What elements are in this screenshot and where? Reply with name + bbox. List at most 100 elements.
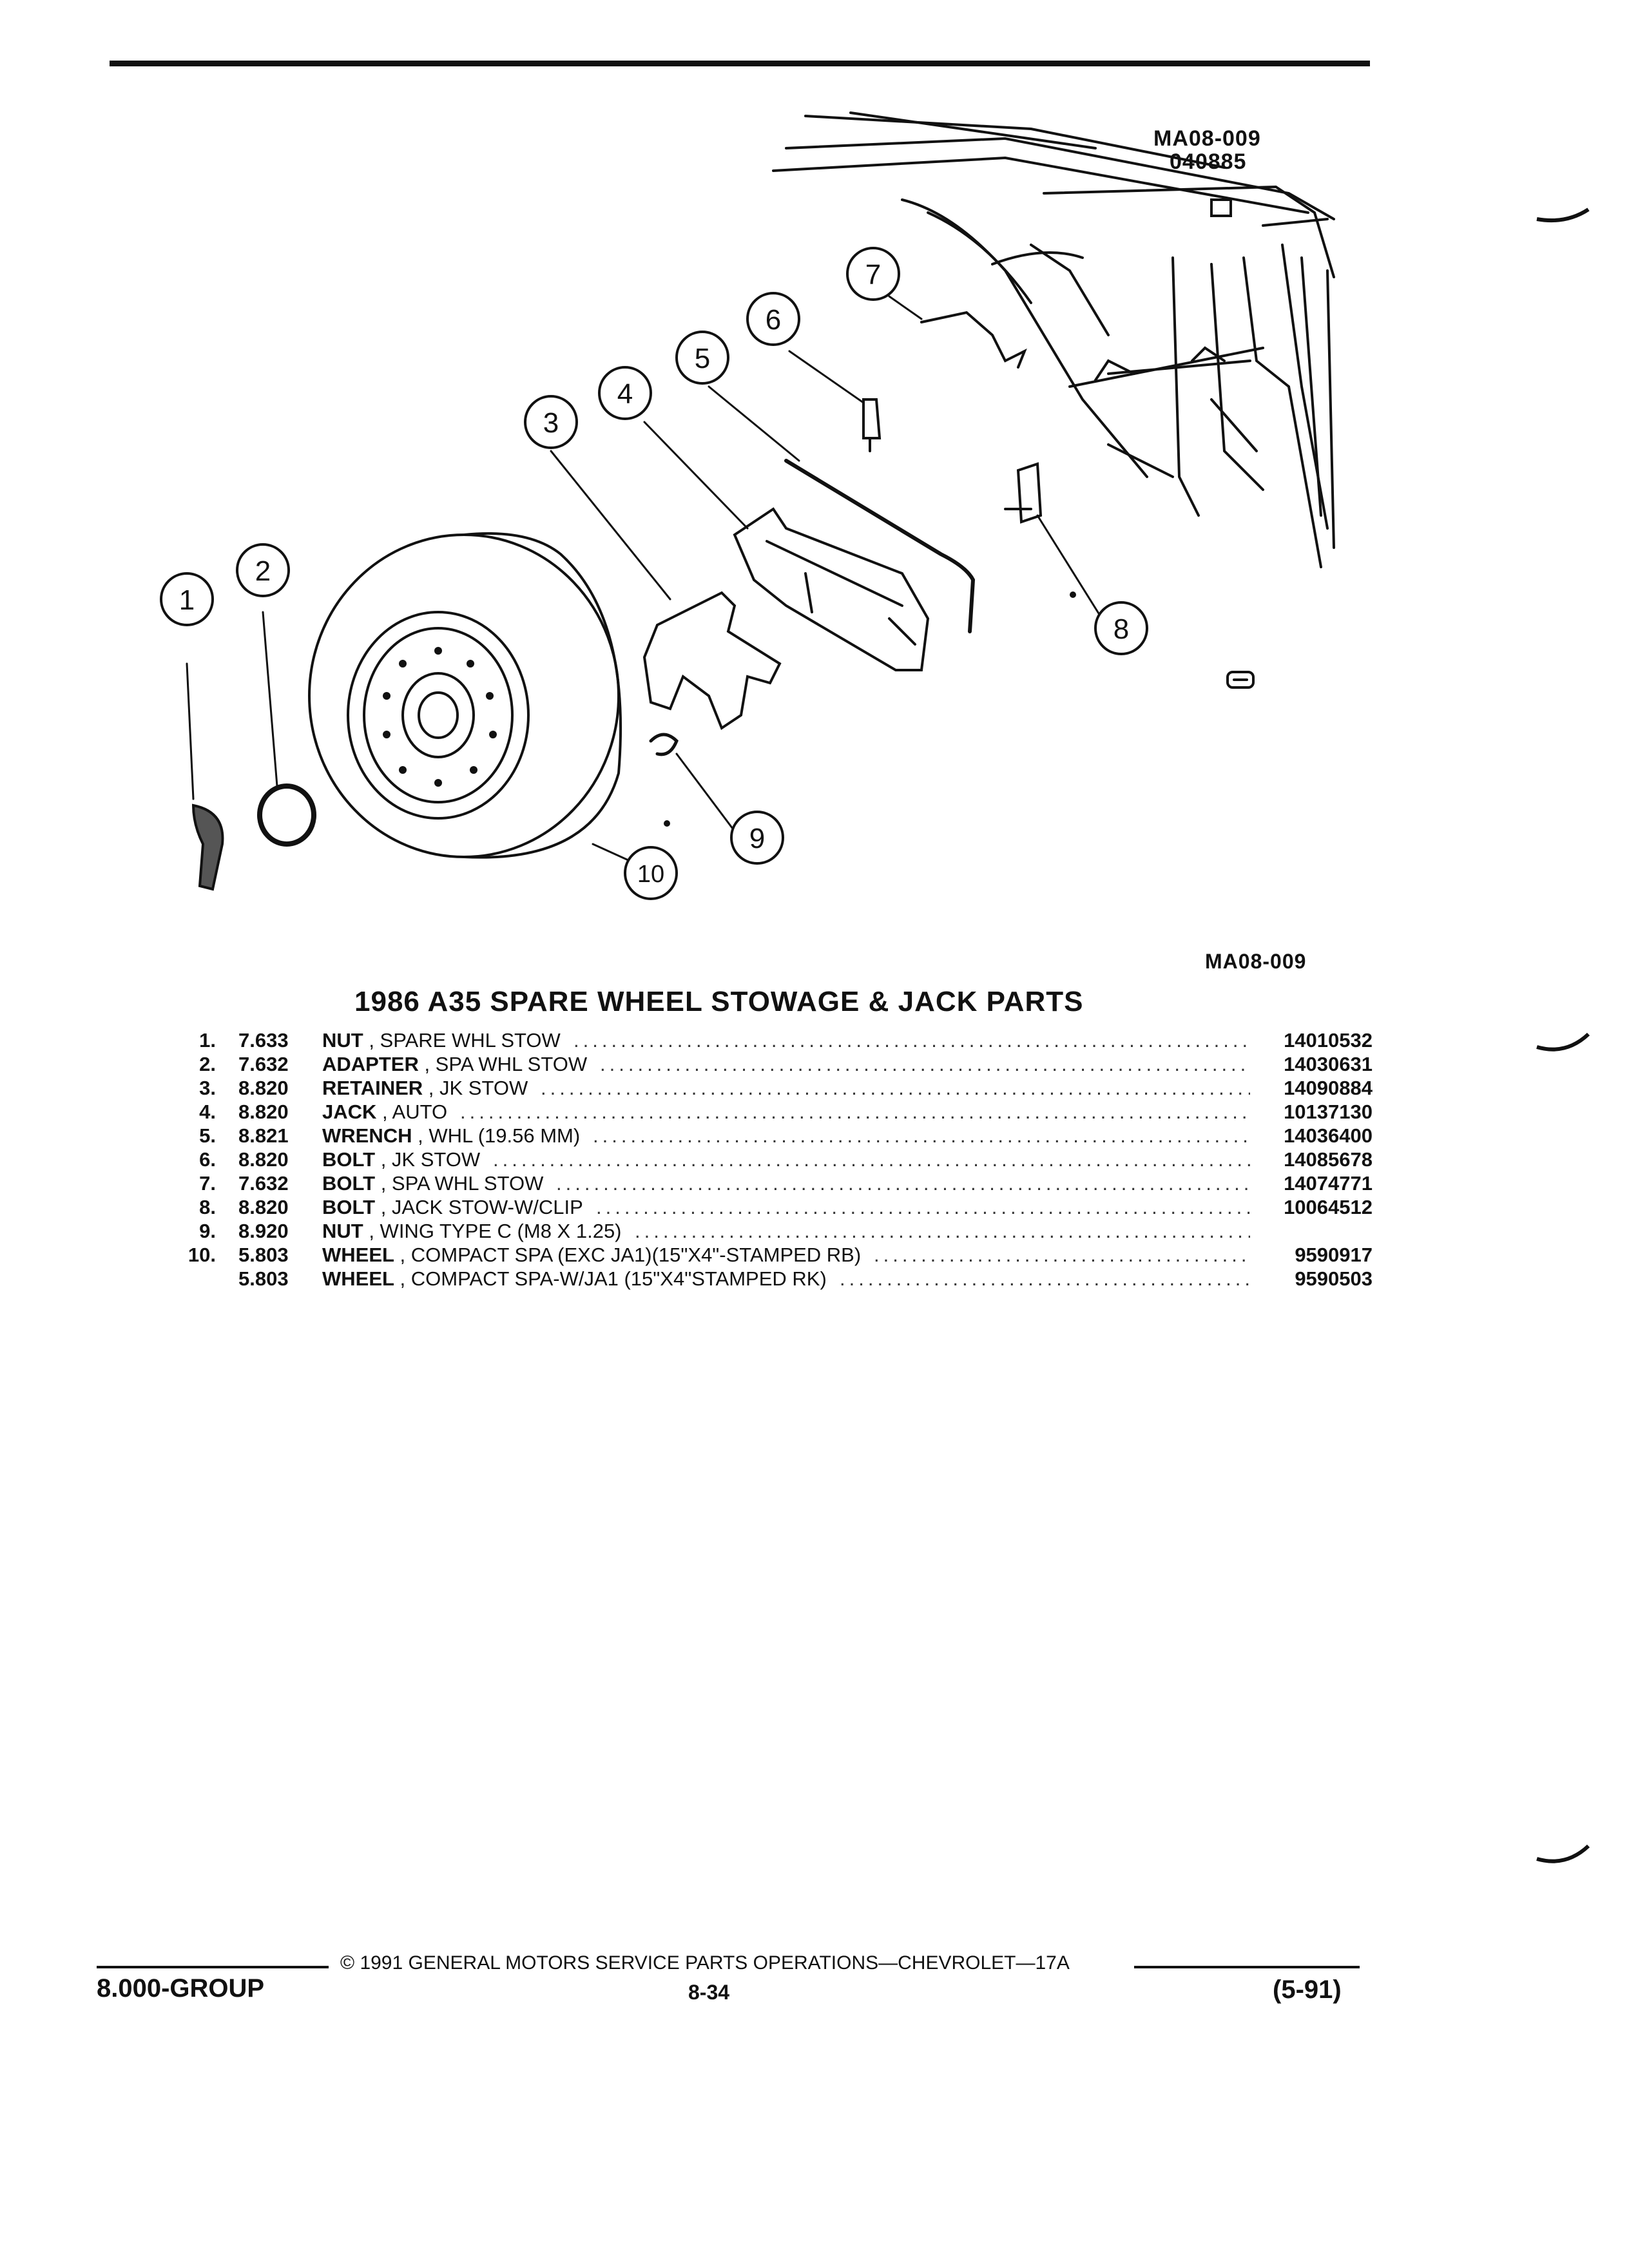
parts-row: 10. 5.803 WHEEL , COMPACT SPA (EXC JA1)(15… [161, 1243, 1373, 1267]
callout-3: 3 [543, 407, 559, 439]
jack-stow-clip-bolt [1004, 462, 1043, 524]
part-description: BOLT , JACK STOW-W/CLIP [322, 1195, 583, 1219]
part-description: ADAPTER , SPA WHL STOW [322, 1052, 587, 1076]
group-number: 7.633 [238, 1029, 289, 1052]
part-description: BOLT , SPA WHL STOW [322, 1171, 543, 1195]
part-name: NUT [322, 1220, 363, 1242]
item-number: 8. [199, 1196, 216, 1218]
part-detail: , SPARE WHL STOW [363, 1029, 561, 1052]
parts-row: 2. 7.632 ADAPTER , SPA WHL STOW...........… [161, 1052, 1373, 1076]
top-rule [110, 61, 1370, 66]
auto-jack [733, 507, 930, 671]
part-detail: , SPA WHL STOW [375, 1172, 544, 1195]
leader-dots: ........................................… [874, 1244, 1250, 1266]
part-description: BOLT , JK STOW [322, 1148, 480, 1171]
group-number: 8.821 [238, 1124, 289, 1147]
group-number: 8.820 [238, 1148, 289, 1171]
callout-5: 5 [695, 343, 710, 374]
wheel-wrench [784, 459, 976, 633]
part-description: JACK , AUTO [322, 1100, 447, 1124]
part-number: 14010532 [1284, 1029, 1373, 1052]
part-detail: , JK STOW [423, 1077, 528, 1099]
group-number: 7.632 [238, 1053, 289, 1075]
exploded-parts-diagram: 1 2 3 4 5 6 7 8 9 10 [160, 111, 1335, 900]
part-description: NUT , SPARE WHL STOW [322, 1028, 561, 1052]
leader-dots: ........................................… [460, 1100, 1250, 1123]
item-number: 3. [199, 1077, 216, 1099]
part-number: 14090884 [1284, 1077, 1373, 1099]
group-number: 7.632 [238, 1172, 289, 1195]
part-detail: , WING TYPE C (M8 X 1.25) [363, 1220, 622, 1242]
item-number: 6. [199, 1148, 216, 1171]
part-detail: , SPA WHL STOW [418, 1053, 588, 1075]
part-description: NUT , WING TYPE C (M8 X 1.25) [322, 1219, 622, 1243]
jack-retainer [642, 591, 782, 731]
leader-dots: ........................................… [596, 1196, 1250, 1218]
part-detail: , JK STOW [375, 1148, 481, 1171]
diagram-ref-date: 040885 [1170, 149, 1247, 174]
part-name: ADAPTER [322, 1053, 419, 1075]
part-name: WRENCH [322, 1124, 412, 1147]
spare-wheel-adapter [257, 783, 316, 847]
callout-10: 10 [637, 861, 664, 888]
spare-wheel-nut [191, 803, 224, 891]
parts-row: 5.803 WHEEL , COMPACT SPA-W/JA1 (15"X4"ST… [161, 1267, 1373, 1291]
leader-dots: ........................................… [556, 1172, 1250, 1195]
part-description: WHEEL , COMPACT SPA (EXC JA1)(15"X4"-STA… [322, 1243, 861, 1267]
margin-mark [1536, 1032, 1590, 1052]
figure-id: MA08-009 [1205, 950, 1307, 973]
part-name: WHEEL [322, 1244, 394, 1266]
spare-wheel-tire [308, 532, 622, 859]
item-number: 1. [199, 1029, 216, 1052]
part-detail: , JACK STOW-W/CLIP [375, 1196, 583, 1218]
part-description: WHEEL , COMPACT SPA-W/JA1 (15"X4"STAMPED… [322, 1267, 827, 1291]
spare-wheel-stow-bolt [920, 311, 1027, 369]
callout-9: 9 [749, 823, 765, 854]
part-number: 9590917 [1295, 1244, 1373, 1266]
callout-6: 6 [766, 304, 781, 336]
group-number: 8.820 [238, 1100, 289, 1123]
item-number: 4. [199, 1100, 216, 1123]
part-detail: , COMPACT SPA-W/JA1 (15"X4"STAMPED RK) [394, 1267, 827, 1290]
part-description: RETAINER , JK STOW [322, 1076, 528, 1100]
margin-mark [1536, 207, 1590, 223]
part-name: BOLT [322, 1172, 376, 1195]
part-number: 14074771 [1284, 1172, 1373, 1195]
leader-dots: ........................................… [635, 1220, 1250, 1242]
group-number: 5.803 [238, 1244, 289, 1266]
page-number: 8-34 [688, 1981, 730, 2004]
leader-dots: ........................................… [593, 1124, 1250, 1147]
part-name: JACK [322, 1100, 377, 1123]
part-name: BOLT [322, 1196, 376, 1218]
group-number: 5.803 [238, 1267, 289, 1290]
item-number: 7. [199, 1172, 216, 1195]
part-description: WRENCH , WHL (19.56 MM) [322, 1124, 580, 1148]
footer-rule-left [97, 1966, 329, 1968]
leader-dots: ........................................… [493, 1148, 1250, 1171]
part-name: NUT [322, 1029, 363, 1052]
page-title: 1986 A35 SPARE WHEEL STOWAGE & JACK PART… [354, 986, 1084, 1017]
group-label: 8.000-GROUP [97, 1974, 265, 2003]
callout-1: 1 [179, 584, 195, 616]
group-number: 8.920 [238, 1220, 289, 1242]
leader-dots: ........................................… [541, 1077, 1250, 1099]
parts-row: 8. 8.820 BOLT , JACK STOW-W/CLIP..........… [161, 1195, 1373, 1219]
callout-4: 4 [617, 378, 633, 410]
part-name: BOLT [322, 1148, 376, 1171]
leader-dots: ........................................… [600, 1053, 1250, 1075]
diagram-ref-code: MA08-009 [1153, 126, 1261, 151]
item-number: 2. [199, 1053, 216, 1075]
part-name: WHEEL [322, 1267, 394, 1290]
jack-stow-bolt [862, 398, 882, 452]
logo-mark [1226, 671, 1255, 689]
part-detail: , AUTO [376, 1100, 448, 1123]
margin-mark [1536, 1844, 1590, 1863]
leader-dots: ........................................… [840, 1267, 1250, 1290]
part-detail: , WHL (19.56 MM) [412, 1124, 581, 1147]
revision-date: (5-91) [1273, 1975, 1342, 2004]
group-number: 8.820 [238, 1196, 289, 1218]
item-number: 10. [188, 1244, 216, 1266]
